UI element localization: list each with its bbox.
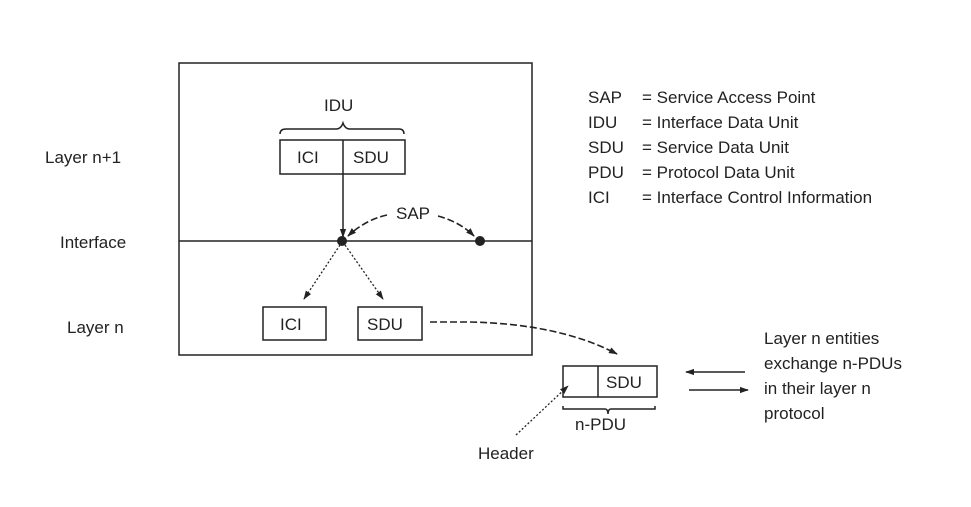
header-pointer-arrow [515,385,569,436]
pdu-brace [562,406,656,415]
sap-point-right [475,236,485,246]
caption-line: in their layer n [764,379,871,398]
header-label: Header [478,444,534,463]
row-label-layer-n: Layer n [67,318,124,337]
layer-n-sdu-box: SDU [357,306,423,341]
idu-brace [279,120,405,135]
legend-meaning: = Interface Data Unit [642,113,799,132]
legend-meaning: = Protocol Data Unit [642,163,795,182]
sap-point-left [337,236,347,246]
sdu-to-pdu-arrow [430,321,618,355]
legend-meaning: = Service Data Unit [642,138,789,157]
legend-abbr: SDU [588,138,624,157]
layer-n-sdu-label: SDU [367,315,403,334]
layer-frame [178,62,533,356]
layer-n-ici-label: ICI [280,315,302,334]
idu-sdu-field: SDU [353,148,389,167]
legend: SAP = Service Access Point IDU = Interfa… [588,88,872,207]
legend-abbr: ICI [588,188,610,207]
row-label-layer-n-plus-1: Layer n+1 [45,148,121,167]
layer-n-ici-box: ICI [262,306,327,341]
legend-abbr: SAP [588,88,622,107]
caption-line: exchange n-PDUs [764,354,902,373]
sap-arrow-right [437,215,475,237]
idu-ici-field: ICI [297,148,319,167]
sap-arrow-left [347,214,388,237]
split-arrow-sdu [344,244,384,300]
legend-meaning: = Interface Control Information [642,188,872,207]
idu-box: ICI SDU [279,139,406,175]
legend-meaning: = Service Access Point [642,88,816,107]
legend-abbr: PDU [588,163,624,182]
legend-abbr: IDU [588,113,617,132]
exchange-caption: Layer n entities exchange n-PDUs in thei… [764,329,902,423]
caption-line: Layer n entities [764,329,879,348]
split-arrow-ici [303,244,341,300]
sap-label: SAP [396,204,430,223]
caption-line: protocol [764,404,824,423]
pdu-sdu-field: SDU [606,373,642,392]
pdu-box: SDU [562,365,658,398]
pdu-label: n-PDU [575,415,626,434]
row-label-interface: Interface [60,233,126,252]
idu-label: IDU [324,96,353,115]
